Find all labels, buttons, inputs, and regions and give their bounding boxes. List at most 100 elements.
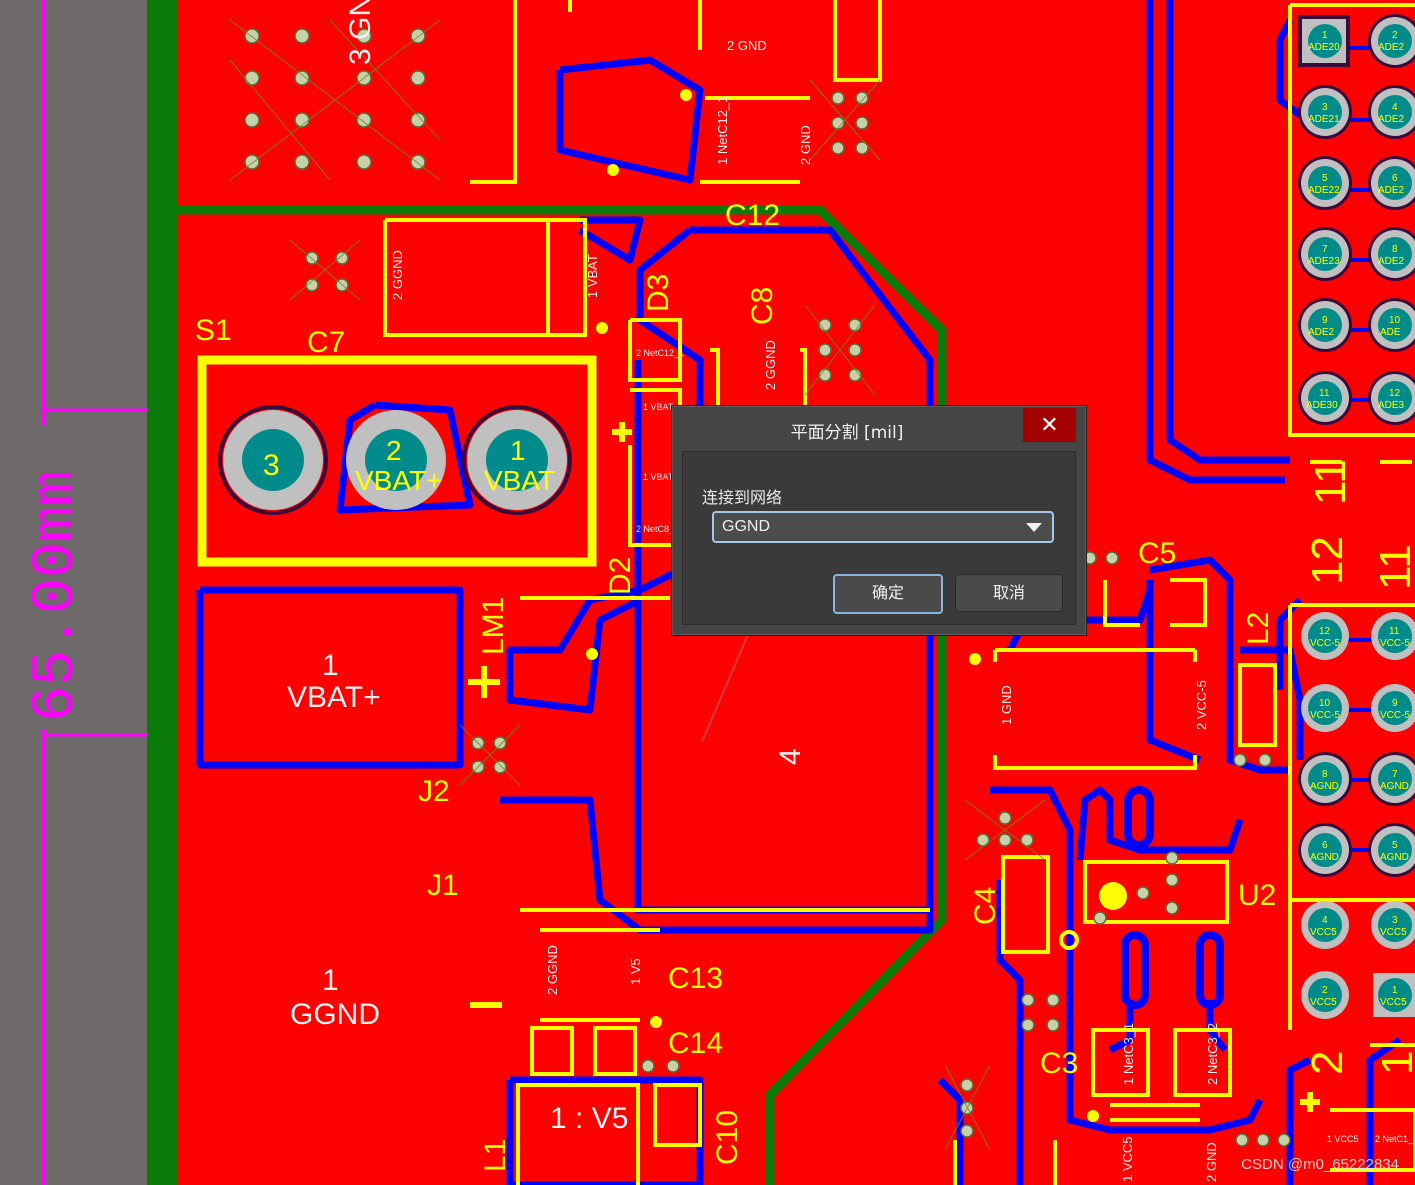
header-pin-net: ADE2 [1308, 327, 1335, 338]
edge-label: 1 [1373, 1051, 1415, 1075]
edge-label: 11 [1371, 544, 1415, 590]
pad-label: 2 NetC12_1 [636, 348, 684, 358]
designator-j1: J1 [427, 869, 459, 902]
header-pin-net: ADE2 [1378, 114, 1405, 125]
pad-label: 1 NetC3_1 [1121, 1023, 1136, 1085]
v5-pad-label: 1 : V5 [550, 1102, 628, 1135]
connect-to-net-label: 连接到网络 [702, 488, 783, 507]
net-select-value: GGND [722, 518, 770, 535]
header-pin-net: ADE20 [1308, 42, 1340, 53]
dialog-titlebar[interactable]: 平面分割 [mil] ✕ [672, 406, 1086, 450]
pad-label: 2 GND [798, 125, 813, 165]
s1-pad1-num: 1 [510, 435, 526, 466]
plane-split-dialog: 平面分割 [mil] ✕ 连接到网络 GGND 确定 取消 [671, 405, 1087, 636]
net-select[interactable]: GGND [712, 511, 1054, 543]
header-pin-net: ADE2 [1378, 256, 1405, 267]
cancel-button[interactable]: 取消 [955, 574, 1063, 612]
header-pin-net: AGND [1310, 781, 1339, 792]
pad-label: 1 VBAT [643, 402, 674, 412]
j1-pad-num: 1 [322, 964, 339, 997]
header-pin-net: ADE22 [1308, 185, 1340, 196]
s1-outline [197, 355, 597, 567]
watermark: CSDN @m0_65222834 [1241, 1156, 1399, 1173]
designator-c12: C12 [725, 199, 780, 232]
designator-c8: C8 [746, 287, 779, 325]
designator-l1: L1 [479, 1139, 512, 1172]
edge-label: 11 [1306, 459, 1355, 505]
silkscreen-layer [383, 0, 1415, 1185]
header-pin-net: VCC5 [1310, 927, 1337, 938]
designator-c14: C14 [668, 1027, 723, 1060]
s1-pad3-label: 3 [263, 449, 280, 482]
header-pin-num: 5 [1392, 840, 1398, 851]
header-pin-net: ADE [1380, 327, 1401, 338]
pad-label: 1 NetC12_1 [715, 96, 730, 165]
pad-label: 2 NetC1_2 [1375, 1134, 1415, 1144]
header-pin-net: AGND [1380, 781, 1409, 792]
pad-label: 2 NetC3_2 [1205, 1023, 1220, 1085]
header-pin-net: VCC-5 [1380, 638, 1410, 649]
designator-d2: D2 [604, 557, 637, 595]
header-pin-num: 8 [1392, 244, 1398, 255]
header-pin-num: 6 [1392, 173, 1398, 184]
header-pin-num: 1 [1392, 985, 1398, 996]
designator-c13: C13 [668, 962, 723, 995]
header-pin-num: 1 [1322, 30, 1328, 41]
j1-pad-net: GGND [290, 998, 380, 1031]
header-pin-num: 2 [1392, 30, 1398, 41]
s1-pad1-net: VBAT [484, 465, 555, 496]
header-pin-net: AGND [1310, 852, 1339, 863]
header-pin-net: VCC5 [1310, 997, 1337, 1008]
pad-label: 1 VBAT [585, 254, 600, 298]
header-pin-num: 7 [1322, 244, 1328, 255]
designator-d3: D3 [642, 274, 675, 312]
designator-c3: C3 [1040, 1047, 1078, 1080]
chevron-down-icon [1026, 523, 1042, 532]
designator-c7: C7 [307, 326, 345, 359]
edge-label: 2 [1303, 1051, 1352, 1075]
j2-pad-num: 1 [322, 649, 339, 682]
lm1-tab-num: 4 [774, 748, 807, 765]
header-pin-num: 4 [1392, 102, 1398, 113]
dialog-title: 平面分割 [mil] [790, 423, 904, 443]
header-pin-num: 10 [1389, 315, 1401, 326]
header-pin-num: 4 [1322, 915, 1328, 926]
header-pin-net: ADE23 [1308, 256, 1340, 267]
s1-pad2-net: VBAT+ [355, 465, 442, 496]
header-pin-num: 9 [1392, 698, 1398, 709]
header-pin-num: 5 [1322, 173, 1328, 184]
designator-c4: C4 [969, 887, 1002, 925]
header-pin-num: 2 [1322, 985, 1328, 996]
designator-c10: C10 [711, 1110, 744, 1165]
pad-label: 1 VBAT [643, 472, 674, 482]
header-pin-num: 10 [1319, 698, 1331, 709]
designator-j2: J2 [418, 775, 450, 808]
header-pin-net: VCC5 [1380, 927, 1407, 938]
header-pin-num: 3 [1322, 102, 1328, 113]
pad-label: 1 VCC5 [1120, 1136, 1135, 1182]
close-button[interactable]: ✕ [1023, 408, 1076, 442]
s1-pad2-num: 2 [386, 435, 402, 466]
pad-label: 2 NetC8_1 [636, 524, 679, 534]
pad-label: 1 VCC5 [1327, 1134, 1359, 1144]
dimension-text: 65.00mm [23, 470, 91, 722]
header-pin-num: 7 [1392, 769, 1398, 780]
pad-label: 2 GGND [763, 340, 778, 390]
header-pin-net: ADE30 [1306, 400, 1338, 411]
pad-label: 1 V5 [628, 958, 643, 985]
header-pin-num: 3 [1392, 915, 1398, 926]
header-pin-net: VCC-5 [1380, 710, 1410, 721]
header-pin-net: VCC-5 [1310, 638, 1340, 649]
designator-s1: S1 [195, 314, 232, 347]
pad-label: 1 GND [999, 685, 1014, 725]
s1-pads[interactable] [218, 405, 572, 515]
pad-label: 2 GND [1204, 1142, 1219, 1182]
ok-button[interactable]: 确定 [833, 574, 943, 614]
header-pins[interactable] [1298, 14, 1415, 1019]
header-pin-net: ADE3 [1378, 400, 1405, 411]
j2-pad-net: VBAT+ [287, 681, 381, 714]
pad-label: 3 GND [344, 0, 377, 65]
header-pin-num: 9 [1322, 315, 1328, 326]
pad-label: 2 GND [727, 38, 767, 53]
